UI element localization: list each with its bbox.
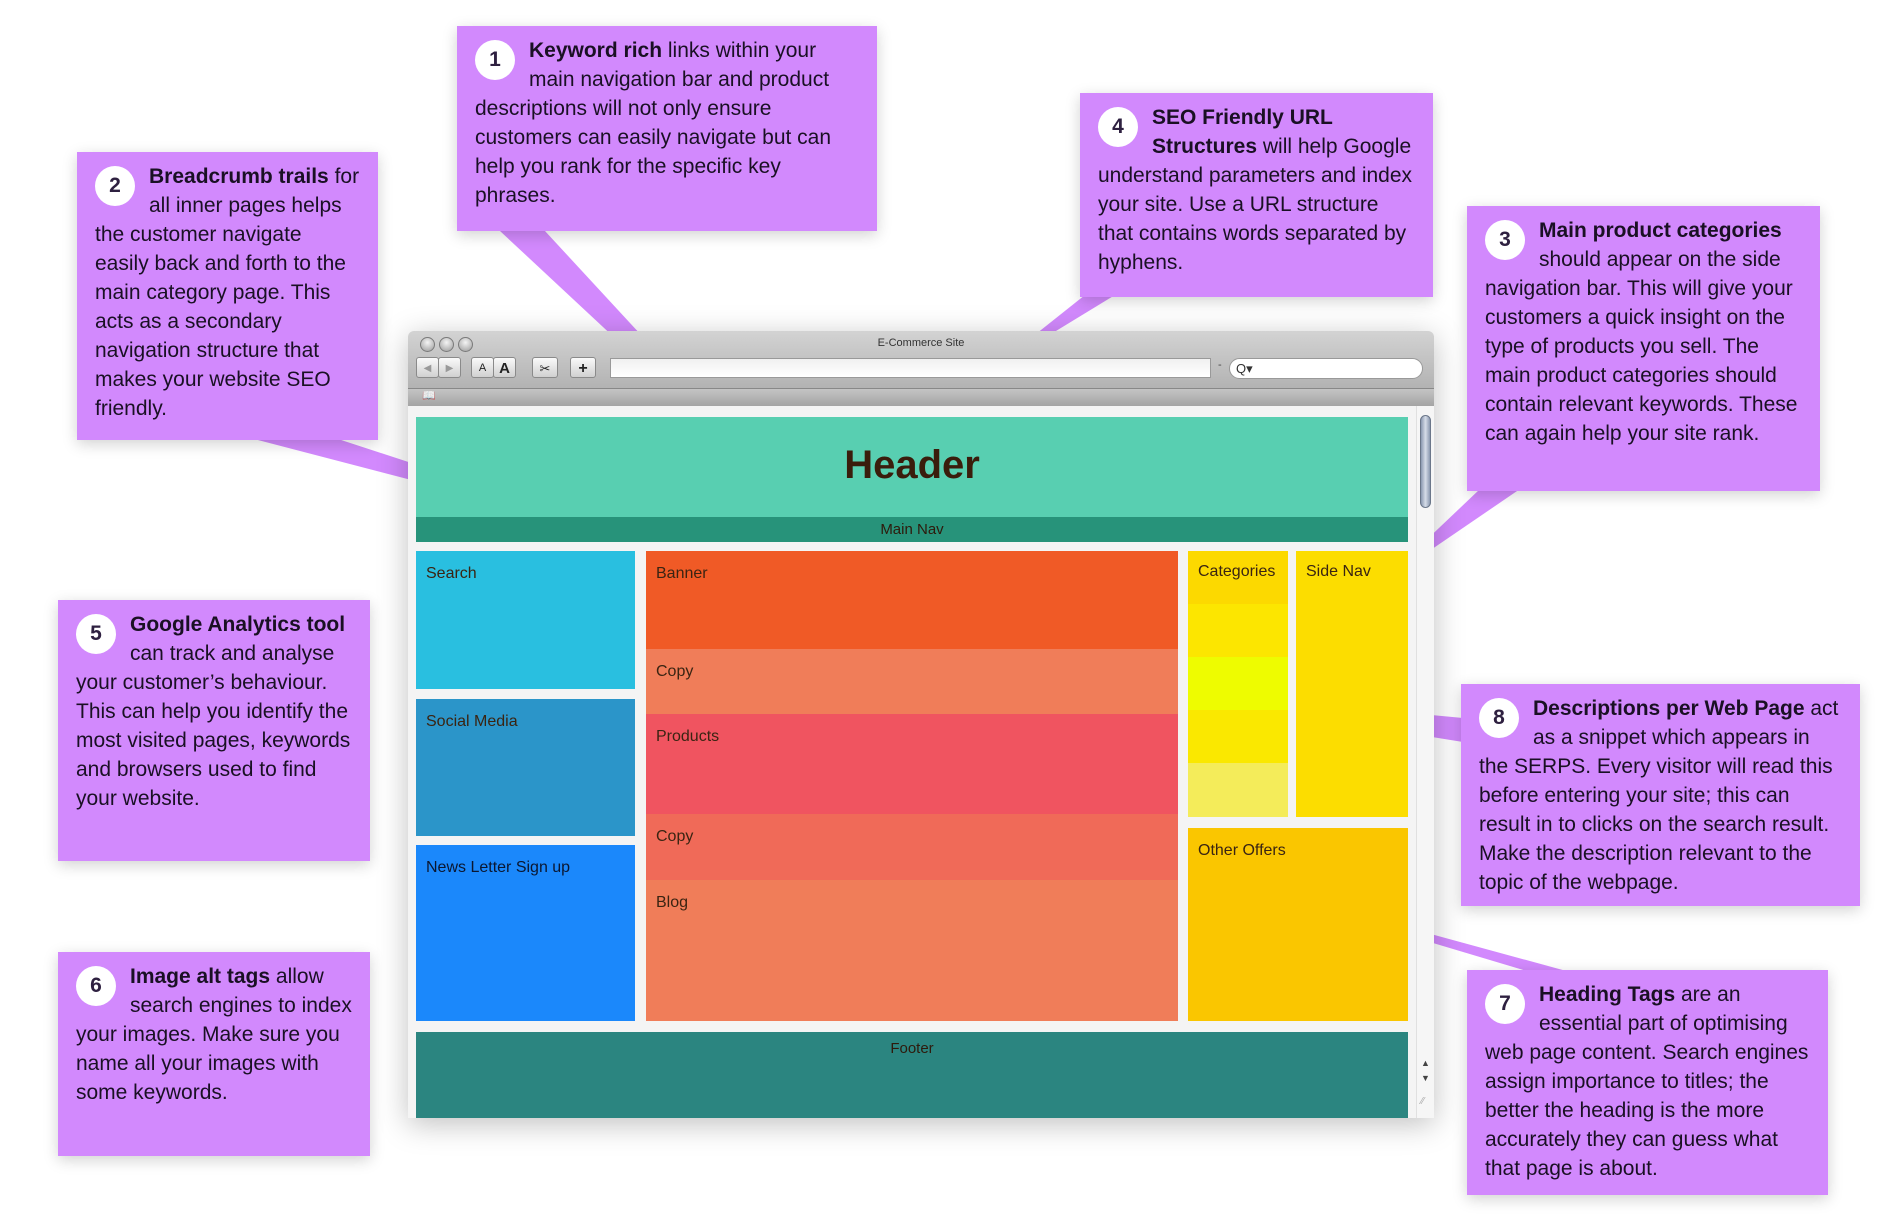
callout-1: 1 Keyword rich links within your main nav… bbox=[457, 26, 877, 231]
callout-number-badge: 3 bbox=[1485, 220, 1525, 260]
category-stripe bbox=[1188, 604, 1288, 657]
snip-button[interactable]: ✂ bbox=[532, 357, 558, 378]
close-window-button[interactable] bbox=[420, 337, 435, 352]
callout-title: Google Analytics tool bbox=[130, 613, 346, 636]
callout-title: Image alt tags bbox=[130, 965, 271, 988]
minimize-window-button[interactable] bbox=[439, 337, 454, 352]
scrollbar-thumb[interactable] bbox=[1420, 415, 1431, 508]
category-stripe bbox=[1188, 657, 1288, 710]
text-larger-button[interactable]: A bbox=[493, 357, 516, 378]
wireframe-products: Products bbox=[646, 714, 1178, 814]
callout-number-badge: 7 bbox=[1485, 984, 1525, 1024]
callout-text: can track and analyse your customer’s be… bbox=[76, 642, 351, 810]
callout-text: act as a snippet which appears in the SE… bbox=[1479, 697, 1839, 894]
wireframe-categories: Categories bbox=[1188, 551, 1288, 817]
text-smaller-button[interactable]: A bbox=[471, 357, 494, 378]
callout-3: 3 Main product categories should appear o… bbox=[1467, 206, 1820, 491]
callout-title: Descriptions per Web Page bbox=[1533, 697, 1805, 720]
wireframe-blog: Blog bbox=[646, 880, 1178, 1021]
callout-8: 8 Descriptions per Web Page act as a snip… bbox=[1461, 684, 1860, 906]
callout-title: Main product categories bbox=[1539, 219, 1782, 242]
callout-number-badge: 5 bbox=[76, 614, 116, 654]
wireframe-copy: Copy bbox=[646, 649, 1178, 714]
zoom-window-button[interactable] bbox=[458, 337, 473, 352]
url-field[interactable] bbox=[610, 358, 1211, 378]
callout-text: should appear on the side navigation bar… bbox=[1485, 248, 1798, 445]
search-field[interactable]: Q▾ bbox=[1229, 358, 1423, 379]
forward-button[interactable]: ▶ bbox=[438, 357, 461, 378]
window-title: E-Commerce Site bbox=[877, 337, 965, 349]
search-icon: Q▾ bbox=[1236, 361, 1253, 376]
scroll-up-arrow-icon[interactable]: ▲ bbox=[1421, 1058, 1430, 1068]
scroll-down-arrow-icon[interactable]: ▼ bbox=[1421, 1073, 1430, 1083]
callout-text: links within your main navigation bar an… bbox=[475, 39, 832, 207]
callout-title: SEO Friendly URL Structures bbox=[1152, 106, 1333, 158]
vertical-scrollbar[interactable]: ▲ ▼ ⁄⁄ bbox=[1416, 406, 1434, 1118]
callout-7: 7 Heading Tags are an essential part of o… bbox=[1467, 970, 1828, 1195]
bookmarks-book-icon[interactable]: 📖 bbox=[422, 390, 436, 402]
scissors-icon: ✂ bbox=[539, 361, 551, 376]
wireframe-side-nav: Side Nav bbox=[1296, 551, 1408, 817]
wireframe-newsletter: News Letter Sign up bbox=[416, 845, 635, 1021]
wireframe-main-nav: Main Nav bbox=[416, 517, 1408, 542]
callout-text: for all inner pages helps the customer n… bbox=[95, 165, 360, 420]
resize-grip-icon[interactable]: ⁄⁄ bbox=[1421, 1096, 1425, 1107]
callout-text: are an essential part of optimising web … bbox=[1485, 983, 1809, 1180]
callout-text: allow search engines to index your image… bbox=[76, 965, 352, 1104]
wireframe-footer: Footer bbox=[416, 1032, 1408, 1118]
header-label: Header bbox=[844, 443, 980, 487]
categories-label: Categories bbox=[1188, 551, 1288, 604]
callout-number-badge: 1 bbox=[475, 40, 515, 80]
title-bar: E-Commerce Site ◀ ▶ A A ✂ + - Q▾ 📖 bbox=[408, 331, 1434, 406]
field-separator: - bbox=[1218, 359, 1222, 371]
callout-number-badge: 4 bbox=[1098, 107, 1138, 147]
browser-window: E-Commerce Site ◀ ▶ A A ✂ + - Q▾ 📖 Heade… bbox=[408, 331, 1434, 1118]
callout-text: will help Google understand parameters a… bbox=[1098, 135, 1413, 274]
category-stripe bbox=[1188, 763, 1288, 817]
page-viewport: Header Main Nav Search Social Media News… bbox=[408, 406, 1434, 1118]
callout-title: Keyword rich bbox=[529, 39, 663, 62]
wireframe-search: Search bbox=[416, 551, 635, 689]
bookmarks-bar: 📖 bbox=[408, 388, 1434, 406]
callout-number-badge: 6 bbox=[76, 966, 116, 1006]
callout-2: 2 Breadcrumb trails for all inner pages h… bbox=[77, 152, 378, 440]
category-stripe bbox=[1188, 710, 1288, 763]
wireframe-other-offers: Other Offers bbox=[1188, 828, 1408, 1021]
callout-6: 6 Image alt tags allow search engines to … bbox=[58, 952, 370, 1156]
wireframe-copy-2: Copy bbox=[646, 814, 1178, 880]
callout-number-badge: 2 bbox=[95, 166, 135, 206]
wireframe-banner: Banner bbox=[646, 551, 1178, 649]
callout-title: Heading Tags bbox=[1539, 983, 1676, 1006]
back-button[interactable]: ◀ bbox=[416, 357, 439, 378]
wireframe-header: Header bbox=[416, 417, 1408, 517]
wireframe-social-media: Social Media bbox=[416, 699, 635, 836]
callout-5: 5 Google Analytics tool can track and ana… bbox=[58, 600, 370, 861]
add-bookmark-button[interactable]: + bbox=[570, 357, 596, 378]
callout-4: 4 SEO Friendly URL Structures will help G… bbox=[1080, 93, 1433, 297]
callout-number-badge: 8 bbox=[1479, 698, 1519, 738]
callout-title: Breadcrumb trails bbox=[149, 165, 329, 188]
